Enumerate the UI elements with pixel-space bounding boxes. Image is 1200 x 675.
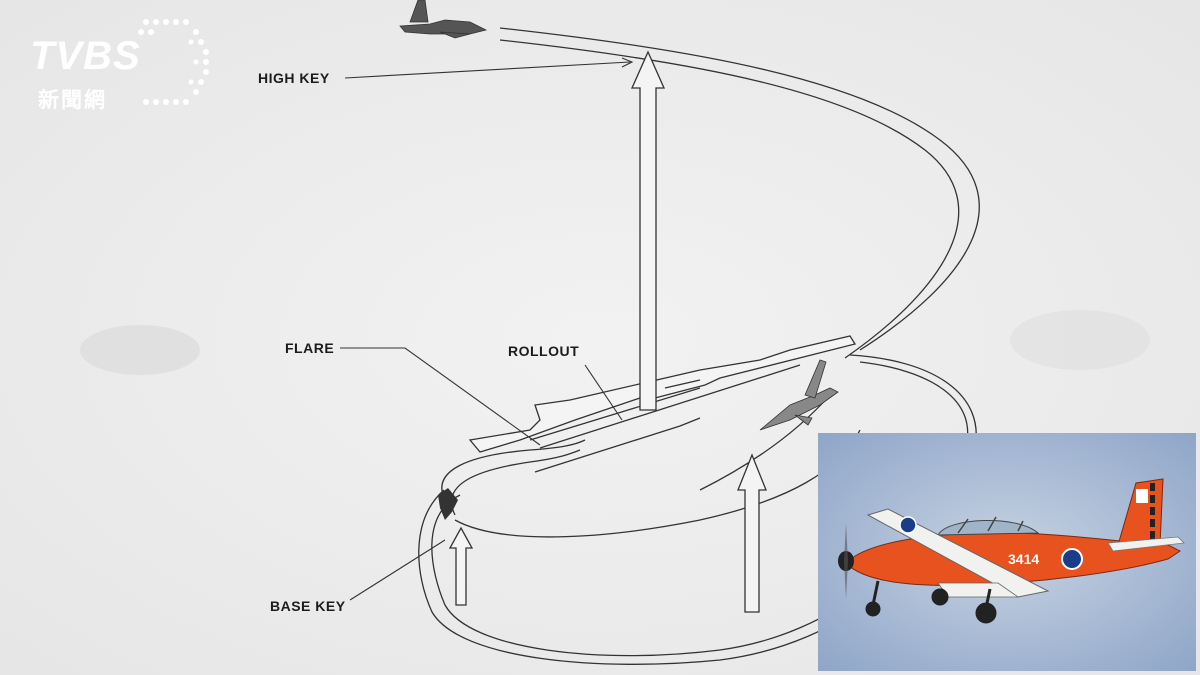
aircraft-approach-icon <box>759 359 839 431</box>
altitude-arrows <box>448 50 767 613</box>
high-key-label: HIGH KEY <box>258 70 330 86</box>
logo-subtitle: 新聞網 <box>38 88 107 112</box>
logo-dots-icon <box>138 19 209 105</box>
tvbs-news-logo: TVBS 新聞網 <box>28 18 218 118</box>
runway <box>468 335 857 473</box>
aircraft-basekey-icon <box>438 488 458 520</box>
tail-number: 3414 <box>1008 551 1039 567</box>
leader-lines <box>340 57 634 601</box>
trainer-aircraft-image: 3414 <box>818 433 1196 671</box>
logo-brand: TVBS <box>30 34 141 78</box>
jet-silhouette-icon <box>399 0 488 39</box>
rollout-label: ROLLOUT <box>508 343 580 359</box>
base-key-label: BASE KEY <box>270 598 346 614</box>
aircraft-photo: 3414 <box>818 433 1196 671</box>
flare-label: FLARE <box>285 340 335 356</box>
